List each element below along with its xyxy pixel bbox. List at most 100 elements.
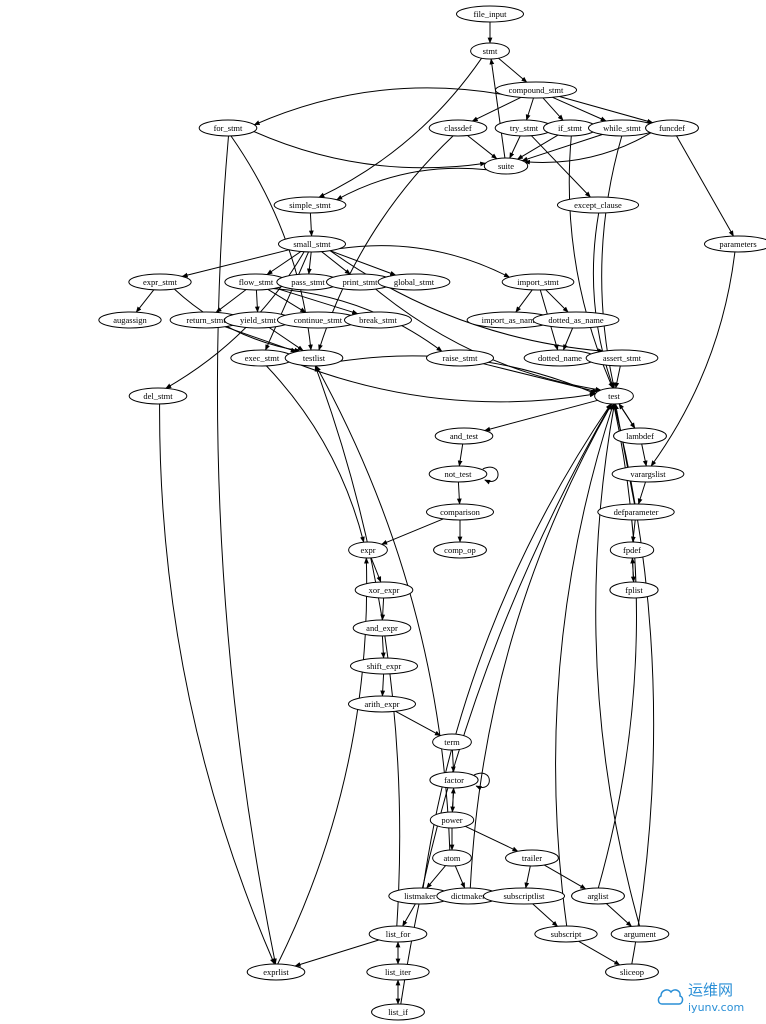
edge-defparameter-to-fpdef	[630, 519, 636, 543]
node-simple_stmt: simple_stmt	[273, 196, 347, 214]
node-label: arith_expr	[365, 699, 400, 709]
edge-subscriptlist-to-subscript	[532, 903, 558, 927]
node-ellipse	[482, 887, 566, 905]
node-label: file_input	[473, 9, 507, 19]
node-ellipse	[434, 427, 494, 445]
node-ellipse	[483, 157, 529, 175]
node-label: shift_expr	[367, 661, 402, 671]
node-label: flow_stmt	[239, 277, 274, 287]
node-ellipse	[494, 81, 578, 99]
node-label: small_stmt	[293, 239, 331, 249]
node-term: term	[432, 733, 472, 751]
node-label: sliceop	[620, 967, 644, 977]
edge-flow_stmt-to-break_stmt	[275, 287, 359, 315]
node-ellipse	[556, 196, 640, 214]
node-list_iter: list_iter	[366, 963, 430, 981]
node-ellipse	[354, 581, 414, 599]
node-label: del_stmt	[143, 391, 173, 401]
edge-xor_expr-to-and_expr	[380, 597, 386, 621]
node-for_stmt: for_stmt	[198, 119, 258, 137]
watermark-brand: 运维网	[688, 981, 733, 999]
node-funcdef: funcdef	[645, 119, 699, 137]
node-label: for_stmt	[214, 123, 243, 133]
node-ellipse	[611, 465, 685, 483]
edge-compound_stmt-to-while_stmt	[552, 96, 607, 122]
edge-trailer-to-subscriptlist	[524, 865, 531, 889]
node-except_clause: except_clause	[556, 196, 640, 214]
node-list_for: list_for	[368, 925, 428, 943]
node-comp_op: comp_op	[433, 541, 487, 559]
node-label: and_test	[450, 431, 479, 441]
edge-yield_stmt-to-testlist	[268, 327, 304, 352]
node-ellipse	[352, 619, 412, 637]
edge-power-to-trailer	[465, 825, 519, 852]
edge-flow_stmt-to-return_stmt	[215, 289, 247, 313]
node-import_stmt: import_stmt	[501, 273, 575, 291]
node-ellipse	[246, 963, 306, 981]
node-ellipse	[456, 5, 524, 23]
node-global_stmt: global_stmt	[377, 273, 451, 291]
edge-funcdef-to-parameters	[676, 135, 734, 237]
edge-exprlist-to-expr	[277, 557, 369, 965]
node-lambdef: lambdef	[613, 427, 667, 445]
node-label: list_for	[386, 929, 411, 939]
node-expr: expr	[348, 541, 388, 559]
edge-list_for-to-exprlist	[294, 939, 379, 967]
edge-small_stmt-to-import_stmt	[339, 245, 510, 278]
node-label: dictmaker	[451, 891, 485, 901]
edge-and_expr-to-shift_expr	[380, 635, 386, 659]
node-label: list_iter	[385, 967, 411, 977]
watermark-logo: 运维网 iyunv.com	[657, 981, 744, 1014]
node-expr_stmt: expr_stmt	[128, 273, 192, 291]
node-ellipse	[371, 1003, 425, 1021]
node-ellipse	[532, 311, 620, 329]
edge-while_stmt-to-suite	[521, 134, 603, 162]
edge-defparameter-to-test	[614, 403, 635, 505]
edge-arith_expr-to-term	[395, 710, 441, 737]
node-not_test: not_test	[428, 465, 488, 483]
edge-flow_stmt-to-raise_stmt	[273, 288, 443, 352]
node-ellipse	[594, 387, 634, 405]
edge-parameters-to-varargslist	[650, 251, 736, 467]
edge-dotted_as_name-to-dotted_name	[562, 327, 574, 351]
node-label: subscriptlist	[503, 891, 545, 901]
edge-suite-to-simple_stmt	[336, 167, 487, 201]
edge-argument-to-test	[595, 403, 641, 927]
edge-flow_stmt-to-yield_stmt	[254, 289, 260, 313]
node-label: augassign	[113, 315, 147, 325]
node-label: term	[444, 737, 460, 747]
edge-subscript-to-sliceop	[578, 940, 621, 966]
node-and_test: and_test	[434, 427, 494, 445]
edge-arglist-to-argument	[606, 903, 632, 927]
node-comparison: comparison	[426, 503, 494, 521]
node-argument: argument	[610, 925, 670, 943]
node-ellipse	[128, 273, 192, 291]
node-ellipse	[368, 925, 428, 943]
node-raise_stmt: raise_stmt	[426, 349, 494, 367]
node-label: assert_stmt	[603, 353, 642, 363]
edge-power-to-factor	[450, 787, 456, 813]
node-label: exec_stmt	[245, 353, 280, 363]
node-ellipse	[571, 887, 625, 905]
node-arith_expr: arith_expr	[348, 695, 416, 713]
node-dictmaker: dictmaker	[436, 887, 500, 905]
edge-small_stmt-to-del_stmt	[165, 251, 305, 389]
node-ellipse	[348, 695, 416, 713]
node-stmt: stmt	[470, 42, 510, 60]
node-atom: atom	[432, 849, 472, 867]
cloud-icon	[657, 989, 684, 1005]
node-dotted_name: dotted_name	[523, 349, 597, 367]
node-test: test	[594, 387, 634, 405]
node-ellipse	[534, 925, 598, 943]
node-ellipse	[348, 541, 388, 559]
edge-for_stmt-to-exprlist	[216, 135, 277, 965]
node-ellipse	[429, 771, 479, 789]
node-ellipse	[432, 733, 472, 751]
node-del_stmt: del_stmt	[128, 387, 188, 405]
node-sliceop: sliceop	[605, 963, 659, 981]
edge-lambdef-to-varargslist	[641, 443, 648, 467]
edge-compound_stmt-to-try_stmt	[525, 97, 534, 121]
node-label: defparameter	[614, 507, 659, 517]
edge-print_stmt-to-test	[375, 288, 602, 392]
